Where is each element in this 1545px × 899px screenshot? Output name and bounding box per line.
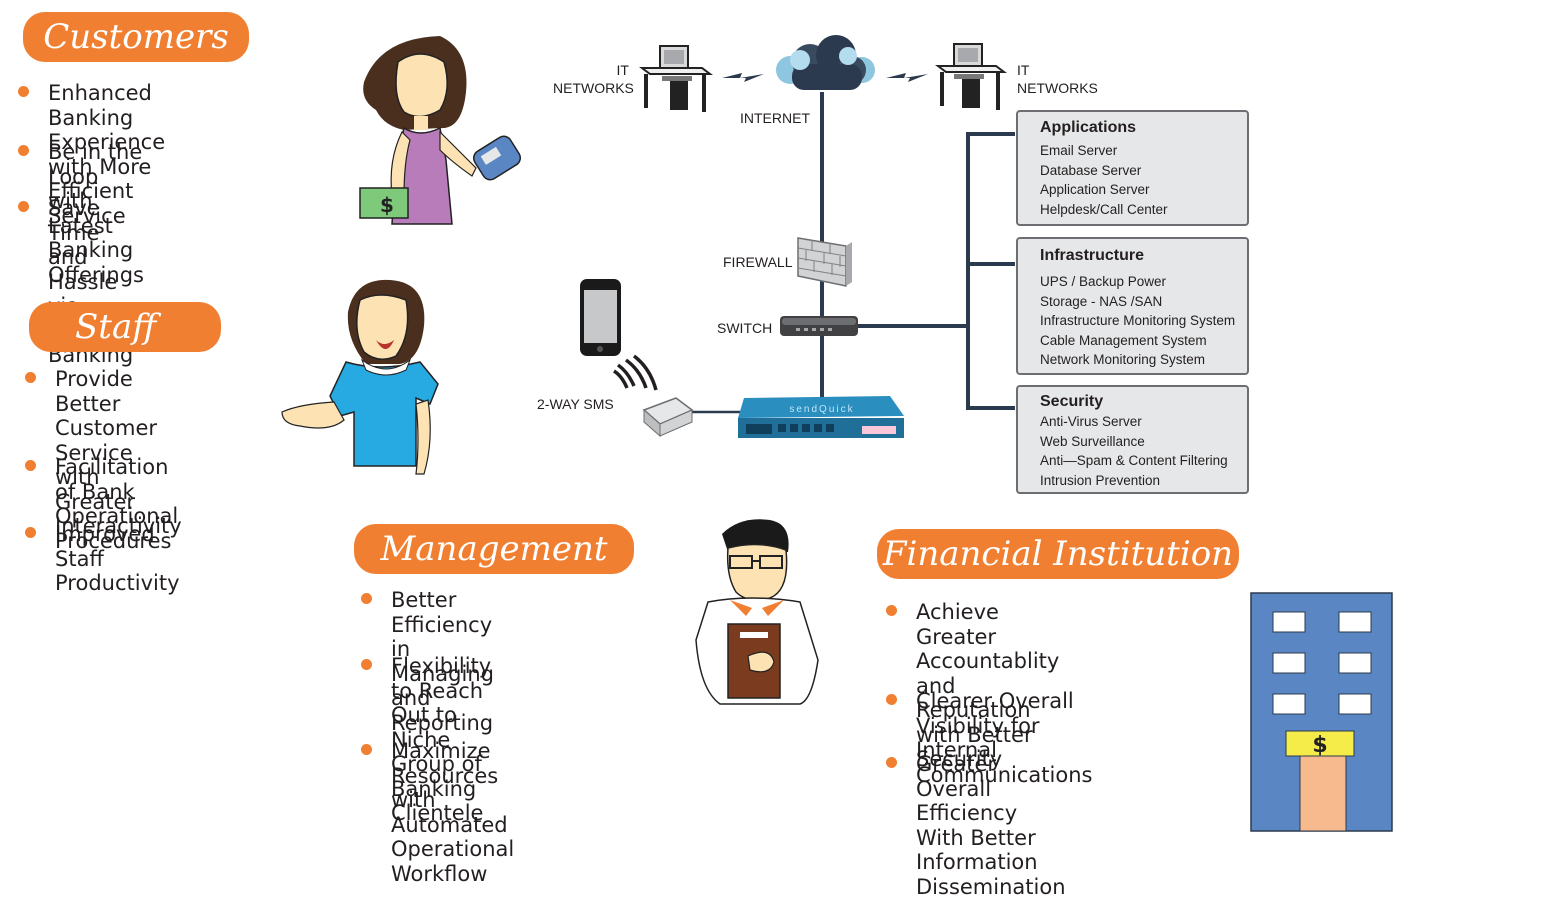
management-benefit-item: Maximize Resources with Automated Operat… <box>360 739 515 886</box>
security-box: Security Anti-Virus Server Web Surveilla… <box>1016 385 1249 494</box>
financial-benefit-item: Greater Overall Efficiency With Better I… <box>886 752 1066 899</box>
internet-label: INTERNET <box>740 110 810 126</box>
applications-box: Applications Email Server Database Serve… <box>1016 110 1249 226</box>
customers-benefit-item: Be in the Loop with Latest Banking Offer… <box>18 140 144 287</box>
bank-building-illustration: $ <box>1250 592 1393 832</box>
applications-box-item: Email Server <box>1040 143 1118 158</box>
cash-dollar-icon: $ <box>380 193 394 217</box>
infrastructure-box-item: Storage - NAS /SAN <box>1040 293 1163 309</box>
staff-benefit-item: Improved Staff Productivity <box>25 522 180 595</box>
firewall-label: FIREWALL <box>723 254 793 270</box>
cloud-icon <box>776 35 875 90</box>
staff-benefit-item: Facilitation of Bank Operational Procedu… <box>24 455 179 553</box>
switch-label: SWITCH <box>717 320 773 336</box>
staff-benefit-item: Provide Better Customer Service with Gre… <box>25 367 182 538</box>
staff-title: Staff <box>29 302 221 352</box>
link-bolt-right <box>886 73 928 82</box>
network-lines <box>690 92 1015 414</box>
sendquick-brand-label: sendQuick <box>789 404 854 415</box>
management-title: Management <box>354 524 634 574</box>
computer-desk-left-icon <box>639 45 713 112</box>
security-box-item: Web Surveillance <box>1040 433 1145 449</box>
it-networks-right-label: IT NETWORKS <box>1017 62 1098 96</box>
sendquick-appliance-icon: sendQuick <box>738 396 904 438</box>
applications-box-item: Application Server <box>1040 182 1150 198</box>
security-box-title: Security <box>1040 393 1104 410</box>
security-box-item: Anti—Spam & Content Filtering <box>1040 453 1228 469</box>
financial-benefit-item: Clearer Overall Visibility for Internal … <box>885 689 1093 787</box>
wireless-signal-icon <box>613 354 658 391</box>
infrastructure-box-item: Cable Management System <box>1040 332 1207 348</box>
management-benefit-item: Better Efficiency in Managing and Report… <box>361 588 494 735</box>
management-benefit-item: Flexibility to Reach Out to Niche Group … <box>360 654 492 825</box>
manager-illustration <box>695 519 819 705</box>
link-bolt-left <box>722 73 764 82</box>
smartphone-icon <box>580 279 621 356</box>
two-way-sms-label: 2-WAY SMS <box>537 396 614 412</box>
customers-title: Customers <box>23 12 249 62</box>
customer-illustration: $ <box>359 36 522 225</box>
infrastructure-box-title: Infrastructure <box>1040 247 1145 264</box>
computer-desk-right-icon <box>935 43 1007 110</box>
applications-box-item: Helpdesk/Call Center <box>1040 201 1168 217</box>
firewall-icon <box>797 237 852 287</box>
bank-dollar-sign: $ <box>1312 733 1327 758</box>
infrastructure-box-item: UPS / Backup Power <box>1040 274 1167 289</box>
infrastructure-box: Infrastructure UPS / Backup Power Storag… <box>1016 237 1249 375</box>
applications-box-item: Database Server <box>1040 162 1142 178</box>
gsm-modem-icon <box>642 397 694 438</box>
illustration-layer: sendQuick $ <box>281 35 1393 832</box>
financial-institution-title: Financial Institution <box>877 529 1239 579</box>
it-networks-left-label: IT NETWORKS <box>553 62 634 96</box>
financial-benefit-item: Achieve Greater Accountablity and Reputa… <box>885 600 1060 771</box>
applications-box-title: Applications <box>1040 119 1137 136</box>
security-box-item: Intrusion Prevention <box>1040 472 1161 488</box>
security-box-item: Anti-Virus Server <box>1040 414 1142 429</box>
switch-icon <box>780 316 858 336</box>
customers-benefit-item: Enhanced Banking Experience with More Ef… <box>17 81 166 228</box>
infrastructure-box-item: Infrastructure Monitoring System <box>1040 313 1236 329</box>
infrastructure-box-item: Network Monitoring System <box>1040 352 1206 368</box>
staff-illustration <box>281 279 439 475</box>
